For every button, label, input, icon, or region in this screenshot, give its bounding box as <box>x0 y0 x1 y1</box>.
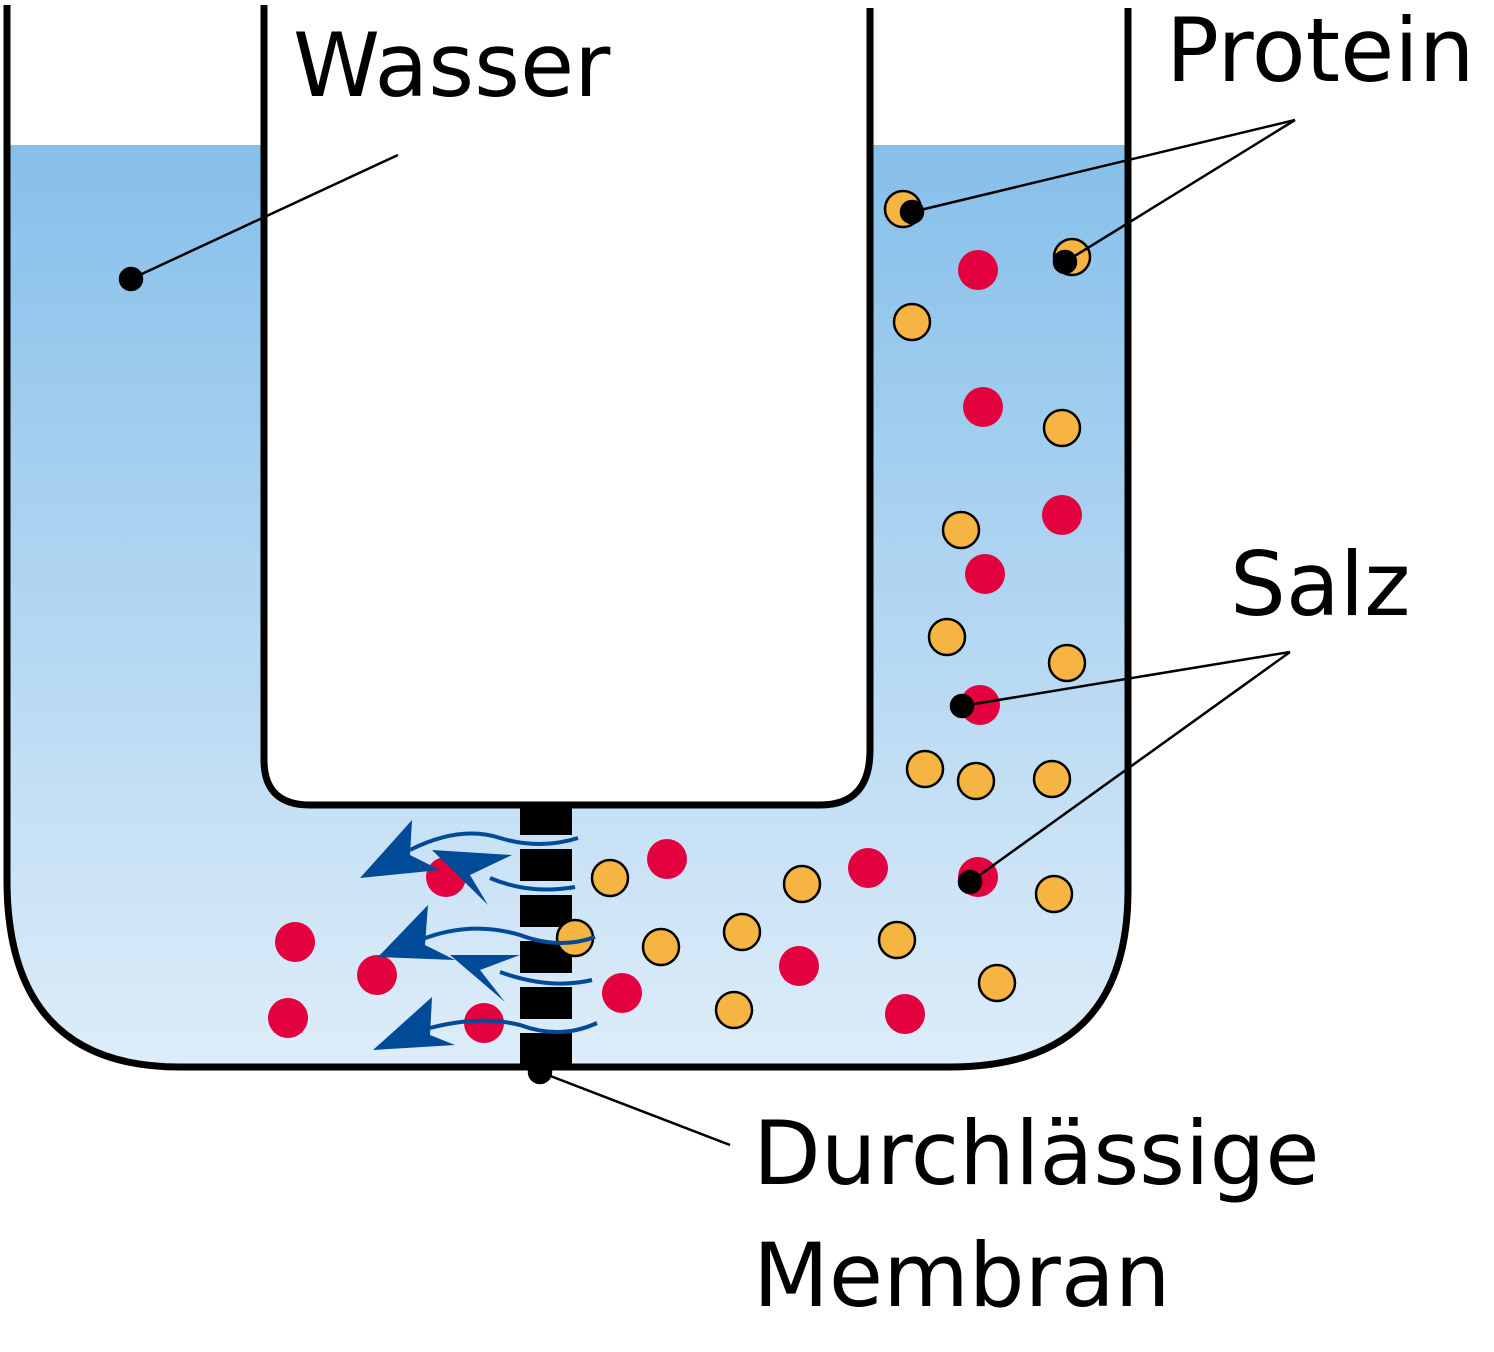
salt-particle <box>965 554 1005 594</box>
salt-particle <box>779 946 819 986</box>
protein-particle <box>782 864 822 904</box>
protein-particle <box>956 761 996 801</box>
protein-particle <box>941 510 981 550</box>
protein-particle <box>905 749 945 789</box>
salt-particle <box>268 998 308 1038</box>
membrane-label-line1: Durchlässige <box>753 1102 1320 1205</box>
protein-particle <box>1047 643 1087 683</box>
water-label: Wasser <box>293 14 611 117</box>
salt-particle <box>275 922 315 962</box>
protein-particle <box>590 858 630 898</box>
protein-particle <box>1042 408 1082 448</box>
salt-particle <box>1042 495 1082 535</box>
protein-particle <box>927 617 967 657</box>
protein-particle <box>722 912 762 952</box>
diffusion-arrows <box>409 831 598 1034</box>
protein-particle <box>892 302 932 342</box>
protein-label: Protein <box>1166 0 1475 102</box>
protein-particle <box>977 963 1017 1003</box>
arrow-heads <box>360 820 520 1050</box>
protein-particle <box>714 990 754 1030</box>
salt-particle <box>848 848 888 888</box>
protein-particle <box>877 920 917 960</box>
salt-particle <box>602 973 642 1013</box>
salt-particle <box>464 1003 504 1043</box>
membrane-label-line2: Membran <box>753 1224 1171 1327</box>
leader-lines <box>118 118 1296 1147</box>
water-fill <box>7 145 1128 1067</box>
salt-particle <box>885 994 925 1034</box>
salt-particle <box>647 839 687 879</box>
protein-particle <box>641 927 681 967</box>
salt-particle <box>958 250 998 290</box>
salt-particle <box>357 955 397 995</box>
protein-particle <box>1032 759 1072 799</box>
protein-particle <box>1034 874 1074 914</box>
salt-label: Salz <box>1230 533 1411 636</box>
salt-particle <box>963 387 1003 427</box>
outer-vessel <box>3 5 1132 1071</box>
inner-tube <box>260 5 874 809</box>
